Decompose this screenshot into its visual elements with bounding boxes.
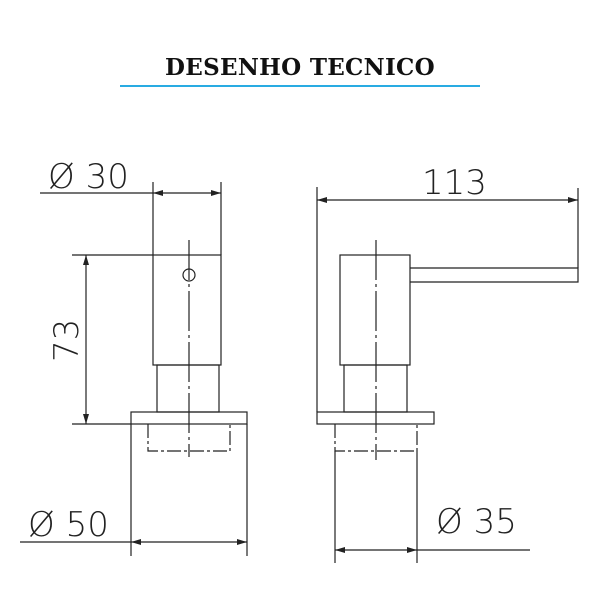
side-view	[316, 187, 579, 563]
dim-top-diameter: Ø 30	[48, 157, 129, 197]
dim-base-diameter: Ø 50	[28, 505, 109, 545]
front-body	[152, 254, 222, 366]
front-neck	[156, 364, 220, 413]
page-title: DESENHO TECNICO	[165, 54, 435, 81]
side-hidden-mount	[334, 424, 418, 452]
front-hidden-mount	[147, 424, 231, 452]
side-spout	[410, 267, 579, 283]
dim-total-length: 113	[422, 163, 487, 203]
dim-height: 73	[47, 319, 87, 362]
side-body	[339, 254, 411, 366]
title-underline	[120, 85, 480, 87]
dim-mount-diameter: Ø 35	[436, 502, 517, 542]
front-view	[20, 182, 248, 556]
